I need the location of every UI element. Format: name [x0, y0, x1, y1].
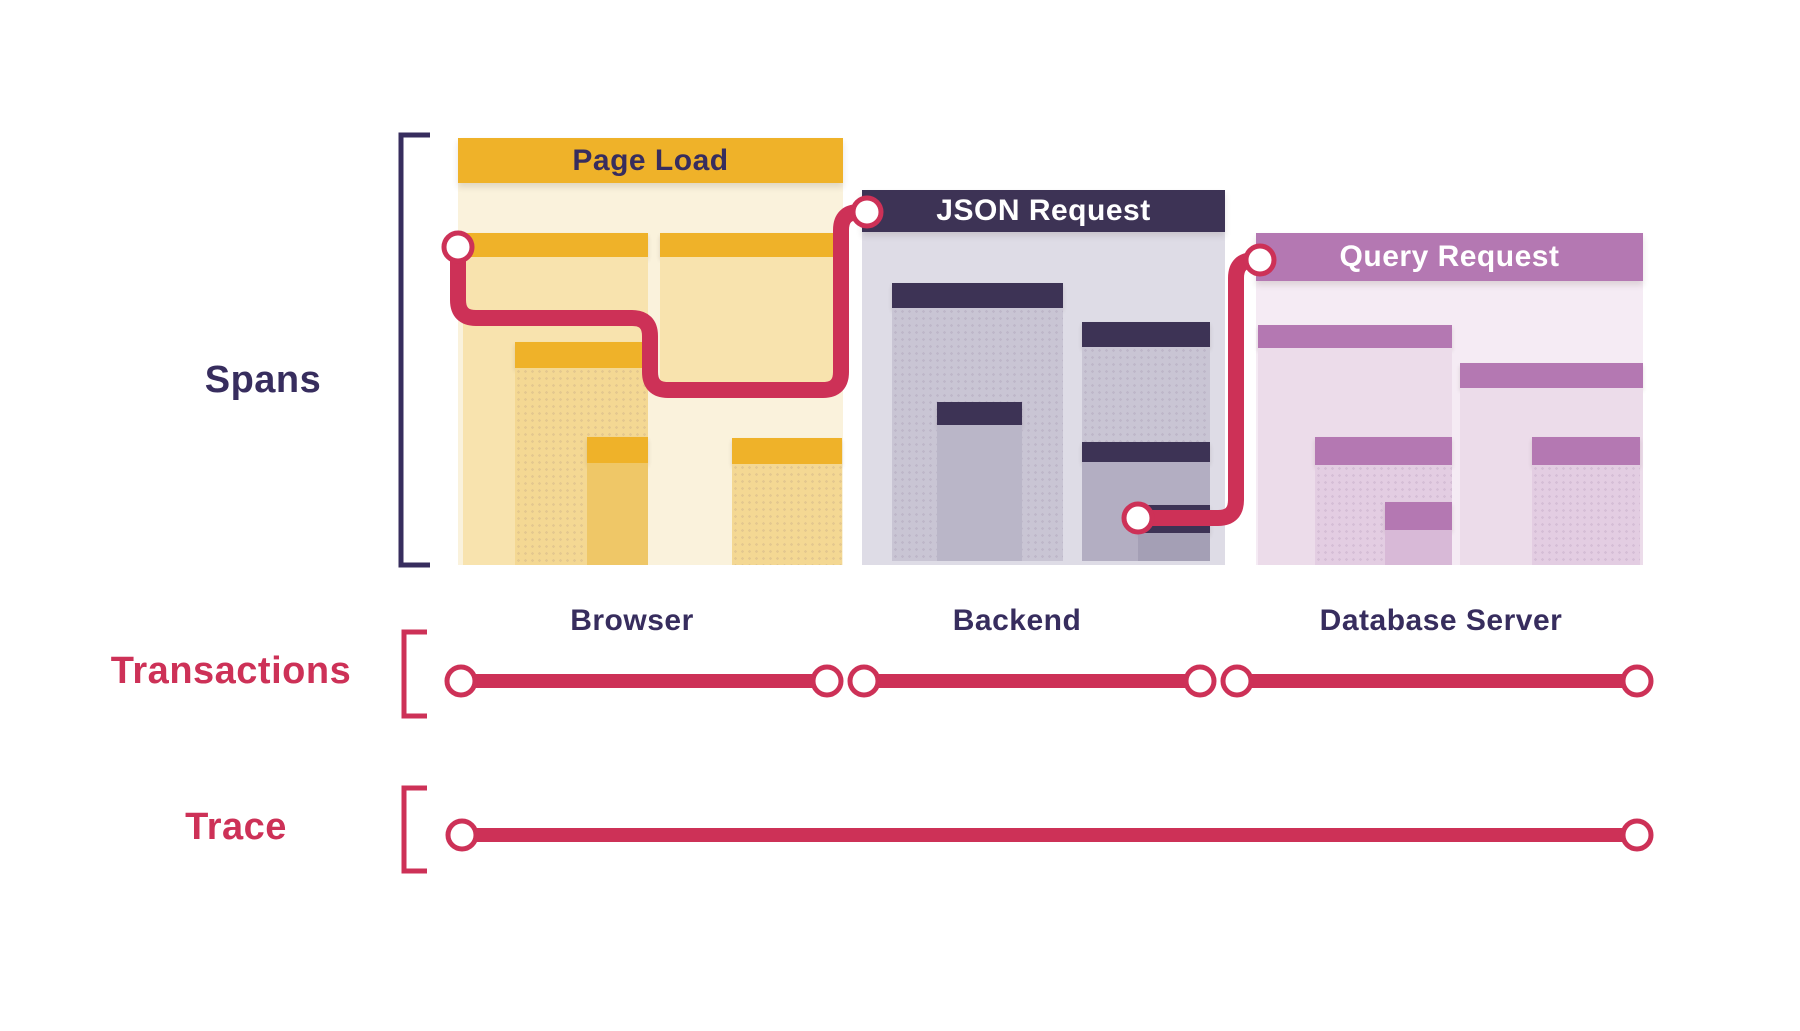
- span-block-header: [1082, 322, 1210, 347]
- span-block-body: [937, 425, 1022, 561]
- trace-endpoint-node: [1620, 818, 1654, 852]
- page-load-title: Page Load: [572, 143, 729, 177]
- span-block-header: [660, 233, 842, 257]
- trace-bracket: [401, 785, 427, 874]
- query-request-panel-header: Query Request: [1256, 233, 1643, 281]
- query-request-panel: Query Request: [1256, 233, 1643, 565]
- transaction-node: [847, 664, 881, 698]
- span-block-header: [587, 437, 648, 463]
- json-request-title: JSON Request: [936, 194, 1151, 227]
- spans-bracket: [398, 132, 430, 568]
- span-block-header: [1082, 442, 1210, 462]
- span-block-header: [732, 438, 842, 464]
- trace-row-label: Trace: [185, 806, 287, 848]
- span-block-header: [1315, 437, 1452, 465]
- backend-caption: Backend: [952, 604, 1082, 637]
- span-block-body: [660, 257, 842, 383]
- trace-endpoint-node: [445, 818, 479, 852]
- span-block-body: [732, 464, 842, 565]
- transaction-node: [444, 664, 478, 698]
- browser-caption: Browser: [570, 604, 694, 637]
- span-block-header: [1532, 437, 1640, 465]
- span-block-header: [1460, 363, 1643, 388]
- span-block: [732, 438, 842, 565]
- span-block-header: [1258, 325, 1452, 348]
- span-block-header: [892, 283, 1063, 308]
- transaction-node: [1620, 664, 1654, 698]
- json-request-panel: JSON Request: [862, 190, 1225, 565]
- json-request-panel-header: JSON Request: [862, 190, 1225, 232]
- span-block-body: [1138, 533, 1210, 561]
- database-server-caption: Database Server: [1319, 604, 1563, 637]
- transaction-node: [1183, 664, 1217, 698]
- page-load-panel-header: Page Load: [458, 138, 843, 183]
- span-block-body: [1532, 465, 1640, 565]
- span-block-header: [1385, 502, 1452, 530]
- span-block-header: [463, 233, 648, 257]
- span-block: [1532, 437, 1640, 565]
- span-block: [937, 402, 1022, 561]
- span-block: [1138, 505, 1210, 561]
- span-block-header: [1138, 505, 1210, 533]
- span-block: [1385, 502, 1452, 565]
- span-block-body: [587, 463, 648, 565]
- transaction-node: [1220, 664, 1254, 698]
- query-request-title: Query Request: [1339, 240, 1560, 273]
- span-block: [587, 437, 648, 565]
- spans-row-label: Spans: [204, 359, 322, 401]
- span-block-body: [1385, 530, 1452, 565]
- span-block-header: [937, 402, 1022, 425]
- transactions-row-label: Transactions: [110, 650, 352, 692]
- transaction-node: [810, 664, 844, 698]
- span-block: [660, 233, 842, 383]
- page-load-panel: Page Load: [458, 138, 843, 565]
- transactions-bracket: [401, 629, 427, 719]
- span-block-header: [515, 342, 648, 368]
